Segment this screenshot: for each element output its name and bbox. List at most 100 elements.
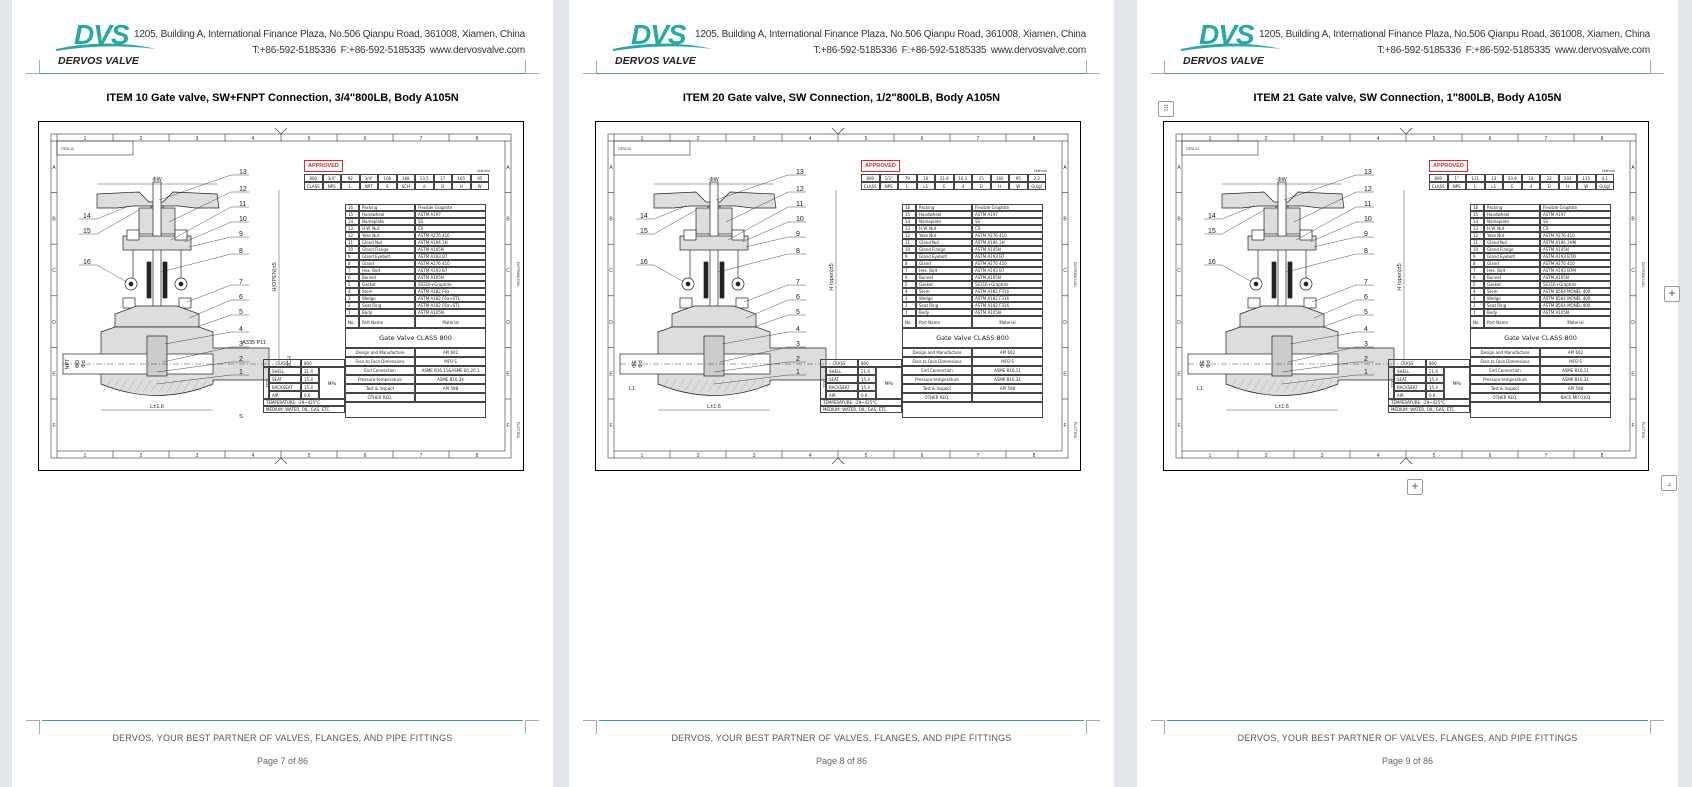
ruler-number: 8 [1033, 453, 1036, 459]
dimension-header: W [1009, 182, 1028, 190]
part-name: Seat Ring [916, 302, 972, 309]
ruler-letter: E [52, 371, 56, 377]
pressure-row-label: AIR [269, 391, 301, 399]
pressure-row-value: 15.4 [858, 383, 876, 391]
test-label [1388, 367, 1394, 399]
ruler-number: 5 [865, 453, 868, 459]
footer-tagline: DERVOS, YOUR BEST PARTNER OF VALVES, FLA… [671, 733, 1012, 743]
pressure-class-label: CLASS [263, 359, 301, 367]
part-name: Gland [1484, 260, 1540, 267]
part-balloon: 3 [1364, 341, 1368, 348]
spec-label: Design and Manufacture [1470, 348, 1540, 357]
margin-mark [583, 60, 597, 74]
part-material: ASTM A276 410 [415, 232, 486, 239]
part-name: Bonnet [1484, 274, 1540, 281]
address-line: 1205, Building A, International Finance … [133, 29, 525, 40]
margin-mark [26, 60, 40, 74]
part-number: 2 [902, 302, 916, 309]
dimension-header: L [1466, 182, 1485, 190]
dimension-header: CLASS [1429, 182, 1448, 190]
dimension-header: SCH [396, 182, 415, 190]
spec-value: MFG'S [1540, 357, 1611, 366]
spec-value: MFG'S [972, 357, 1043, 366]
part-balloon: 13 [1364, 169, 1372, 176]
ruler-number: 6 [364, 136, 367, 142]
part-name: Wedge [916, 295, 972, 302]
dimension-label: ΦW [152, 177, 162, 183]
ruler-number: 3 [753, 453, 756, 459]
part-balloon: 16 [640, 259, 648, 266]
part-balloon: 9 [1364, 231, 1368, 238]
ruler-letter: C [1063, 268, 1067, 274]
dimension-value: 3/4" [359, 174, 378, 182]
drag-handle-icon[interactable]: ⠿ [1158, 101, 1174, 117]
part-number: 15 [345, 211, 359, 218]
part-balloon: 12 [239, 186, 247, 193]
spec-label: Pressure-temperature [345, 375, 415, 384]
part-material: Flexible Graphite [1540, 204, 1611, 211]
part-balloon: 12 [1364, 186, 1372, 193]
pressure-class-label: CLASS [1388, 359, 1426, 367]
part-name: Seat Ring [359, 302, 415, 309]
ruler-number: 8 [1033, 136, 1036, 142]
dimension-value: 92 [341, 174, 360, 182]
ruler-number: 6 [1489, 136, 1492, 142]
dimension-value: 800 [1429, 174, 1448, 182]
add-column-button[interactable]: + [1664, 286, 1680, 302]
ruler-letter: A [1063, 165, 1067, 171]
part-material: ASTM A193 B7M [1540, 267, 1611, 274]
dimension-value: 33.9 [1503, 174, 1522, 182]
ruler-letter: D [52, 320, 56, 326]
part-material: ASTM A105N [1540, 309, 1611, 316]
header-rule [1165, 73, 1650, 74]
spec-label: Test & Inspect [1470, 384, 1540, 393]
ruler-number: 4 [252, 453, 255, 459]
test-label [820, 367, 826, 399]
add-row-button[interactable]: + [1407, 479, 1423, 495]
dimension-header: CLASS [861, 182, 880, 190]
part-material: ASTM A197 [972, 211, 1043, 218]
spec-label: Face to Face Dimensions [345, 357, 415, 366]
footer-tagline: DERVOS, YOUR BEST PARTNER OF VALVES, FLA… [112, 733, 453, 743]
part-number: 4 [1470, 288, 1484, 295]
dimension-value: 13 [1484, 174, 1503, 182]
medium: MEDIUM: WATER, OIL, GAS, ETC. [820, 406, 902, 413]
part-material: ASTM A197 [415, 211, 486, 218]
dimension-label: L±1.6 [150, 404, 164, 410]
part-number: 7 [1470, 267, 1484, 274]
dimension-label: L1 [1197, 386, 1203, 392]
spec-value: ASME B16.11 [972, 366, 1043, 375]
dimension-value: 10 [916, 174, 935, 182]
part-number: 4 [345, 288, 359, 295]
dimension-header: D [972, 182, 991, 190]
part-balloon: 3 [239, 341, 243, 348]
spec-label: OTHER REQ. [1470, 393, 1540, 402]
resize-icon[interactable]: ⌟ [1661, 475, 1677, 491]
spec-value: ASME B16.34 [1540, 375, 1611, 384]
spec-label: Test & Inspect [345, 384, 415, 393]
part-material: ASTM B564 MONEL 400 [1540, 288, 1611, 295]
part-balloon: 15 [1208, 228, 1216, 235]
part-balloon: 2 [796, 356, 800, 363]
part-number: 16 [345, 204, 359, 211]
page-number: Page 8 of 86 [815, 756, 868, 766]
part-material: ASTM A193 B7 [415, 267, 486, 274]
ruler-number: 8 [476, 453, 479, 459]
ruler-letter: C [609, 268, 613, 274]
part-material: ASTM A197 [1540, 211, 1611, 218]
part-material: ASTM A105N [1540, 246, 1611, 253]
ruler-number: 7 [420, 136, 423, 142]
part-number: 6 [345, 274, 359, 281]
part-balloon: 2 [239, 356, 243, 363]
part-balloon: 4 [239, 326, 243, 333]
spec-label: Design and Manufacture [902, 348, 972, 357]
dimension-header: L [898, 182, 917, 190]
margin-mark [26, 720, 40, 734]
dimension-header: NPS [879, 182, 898, 190]
spec-label: End Connection [345, 366, 415, 375]
